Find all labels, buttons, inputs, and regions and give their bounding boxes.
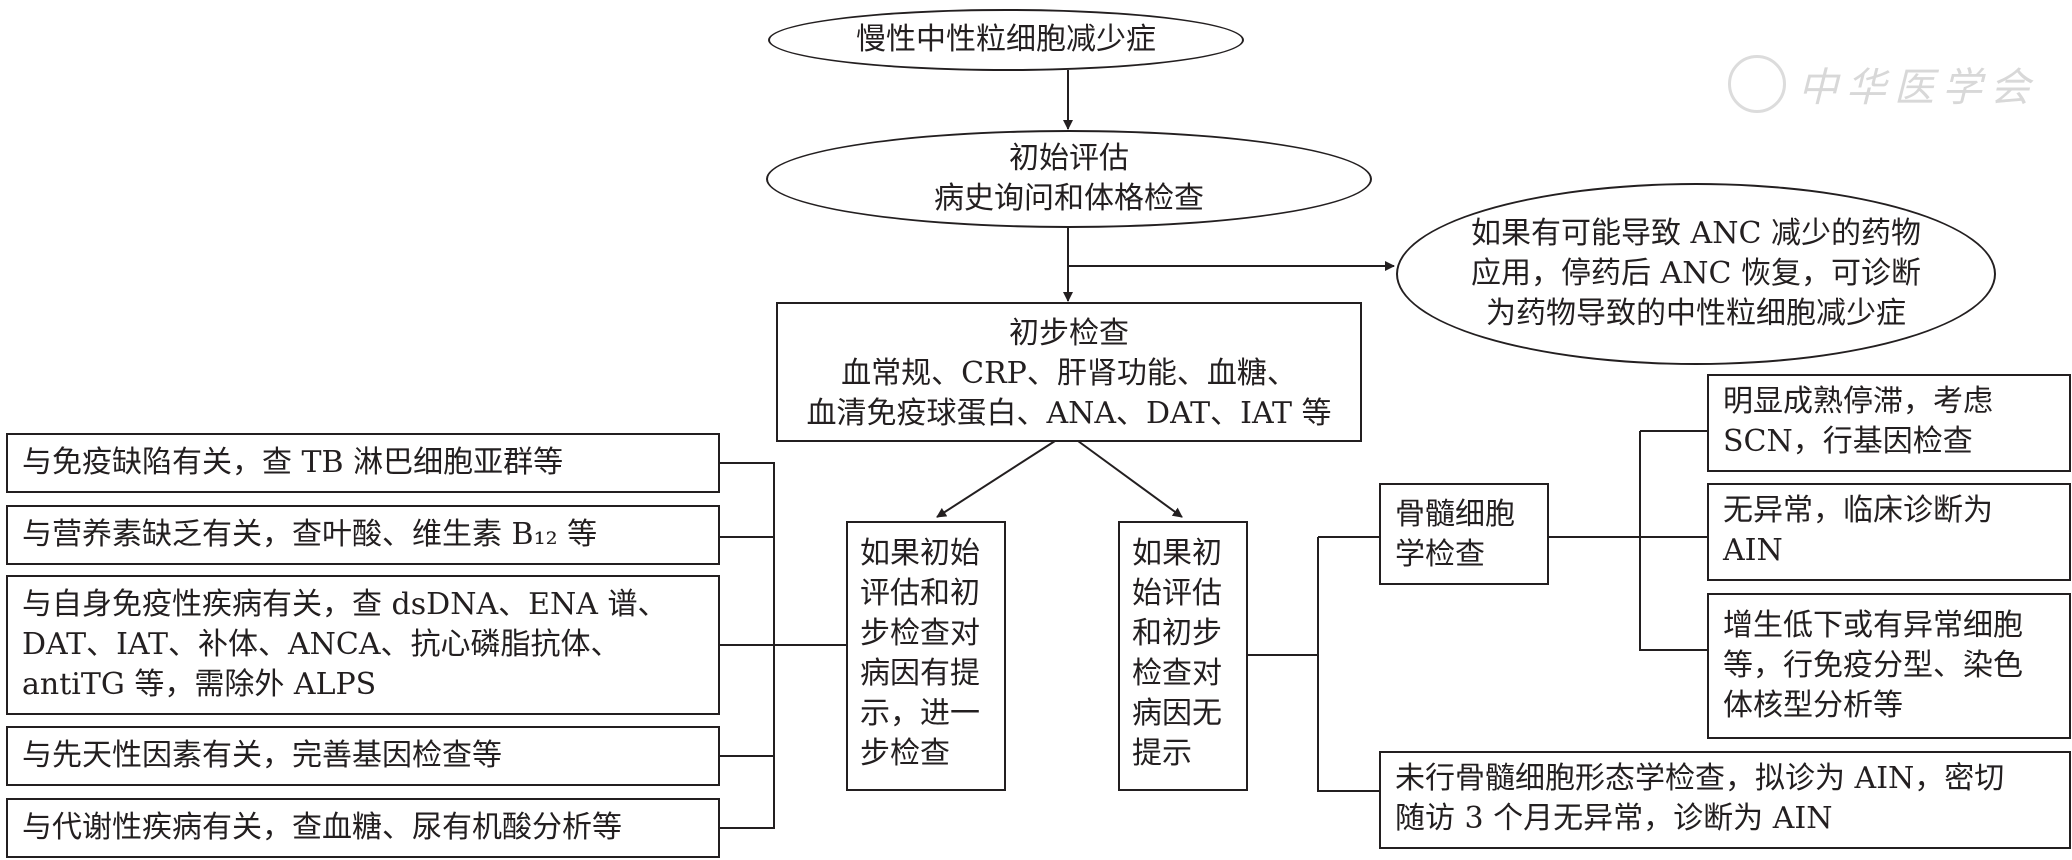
node-no-bone-marrow-line: 未行骨髓细胞形态学检查，拟诊为 AIN，密切 — [1395, 761, 2005, 796]
node-preliminary-tests-line: 初步检查 — [1009, 316, 1129, 351]
arrow-prelim-to-hint — [936, 440, 1056, 518]
node-cause-autoimmune-line: 与自身免疫性疾病有关，查 dsDNA、ENA 谱、 — [22, 587, 668, 622]
watermark-text: 中华医学会 — [1798, 65, 2038, 111]
node-cause-suggested-line: 评估和初 — [860, 576, 980, 611]
node-cause-suggested-line: 示，进一 — [860, 696, 980, 731]
node-no-bone-marrow-line: 随访 3 个月无异常，诊断为 AIN — [1395, 801, 1833, 836]
watermark: 中华医学会 — [1728, 55, 2038, 113]
node-outcome-line: 无异常，临床诊断为 — [1723, 493, 1993, 528]
node-drug-induced: 如果有可能导致 ANC 减少的药物 应用，停药后 ANC 恢复，可诊断 为药物导… — [1396, 183, 1996, 365]
node-chronic-neutropenia: 慢性中性粒细胞减少症 — [768, 9, 1244, 71]
node-outcome-line: 增生低下或有异常细胞 — [1723, 608, 2023, 643]
node-chronic-neutropenia-text: 慢性中性粒细胞减少症 — [856, 22, 1156, 57]
node-outcome-hypoplasia: 增生低下或有异常细胞 等，行免疫分型、染色 体核型分析等 — [1707, 593, 2071, 739]
node-cause-not-suggested-line: 检查对 — [1132, 656, 1222, 691]
node-cause-suggested-line: 如果初始 — [860, 536, 980, 571]
node-cause-suggested-line: 病因有提 — [860, 656, 980, 691]
node-initial-evaluation: 初始评估 病史询问和体格检查 — [766, 130, 1372, 228]
node-outcome-maturation-arrest: 明显成熟停滞，考虑 SCN，行基因检查 — [1707, 374, 2071, 472]
node-initial-evaluation-line: 初始评估 — [1009, 141, 1129, 176]
node-drug-induced-line: 为药物导致的中性粒细胞减少症 — [1486, 296, 1906, 331]
node-cause-not-suggested-line: 病因无 — [1132, 696, 1222, 731]
node-cause-metabolic-text: 与代谢性疾病有关，查血糖、尿有机酸分析等 — [22, 810, 622, 845]
node-drug-induced-line: 如果有可能导致 ANC 减少的药物 — [1471, 216, 1921, 251]
node-bone-marrow-exam-line: 学检查 — [1395, 537, 1485, 572]
node-outcome-line: 等，行免疫分型、染色 — [1723, 648, 2023, 683]
node-cause-suggested-line: 步检查 — [860, 736, 950, 771]
node-outcome-normal: 无异常，临床诊断为 AIN — [1707, 483, 2071, 581]
node-preliminary-tests: 初步检查 血常规、CRP、肝肾功能、血糖、 血清免疫球蛋白、ANA、DAT、IA… — [776, 302, 1362, 442]
node-cause-metabolic: 与代谢性疾病有关，查血糖、尿有机酸分析等 — [6, 798, 720, 858]
node-cause-congenital: 与先天性因素有关，完善基因检查等 — [6, 726, 720, 786]
node-outcome-line: 明显成熟停滞，考虑 — [1723, 384, 1993, 419]
node-initial-evaluation-line: 病史询问和体格检查 — [934, 181, 1204, 216]
node-cause-not-suggested-line: 始评估 — [1132, 576, 1222, 611]
node-cause-autoimmune-line: DAT、IAT、补体、ANCA、抗心磷脂抗体、 — [22, 627, 621, 662]
arrow-prelim-to-nohint — [1077, 440, 1183, 518]
node-no-bone-marrow: 未行骨髓细胞形态学检查，拟诊为 AIN，密切 随访 3 个月无异常，诊断为 AI… — [1379, 751, 2071, 849]
node-preliminary-tests-line: 血常规、CRP、肝肾功能、血糖、 — [841, 356, 1297, 391]
node-cause-congenital-text: 与先天性因素有关，完善基因检查等 — [22, 738, 502, 773]
node-cause-immunodeficiency: 与免疫缺陷有关，查 TB 淋巴细胞亚群等 — [6, 433, 720, 493]
node-preliminary-tests-line: 血清免疫球蛋白、ANA、DAT、IAT 等 — [806, 396, 1332, 431]
node-cause-immunodeficiency-text: 与免疫缺陷有关，查 TB 淋巴细胞亚群等 — [22, 445, 564, 480]
node-outcome-line: AIN — [1723, 533, 1783, 568]
node-cause-not-suggested: 如果初 始评估 和初步 检查对 病因无 提示 — [1118, 521, 1248, 791]
node-cause-autoimmune: 与自身免疫性疾病有关，查 dsDNA、ENA 谱、 DAT、IAT、补体、ANC… — [6, 575, 720, 715]
node-cause-nutrient: 与营养素缺乏有关，查叶酸、维生素 B₁₂ 等 — [6, 505, 720, 565]
node-bone-marrow-exam-line: 骨髓细胞 — [1395, 497, 1515, 532]
bracket-nohint — [1248, 536, 1379, 792]
node-cause-not-suggested-line: 和初步 — [1132, 616, 1222, 651]
node-cause-suggested: 如果初始 评估和初 步检查对 病因有提 示，进一 步检查 — [846, 521, 1006, 791]
node-outcome-line: 体核型分析等 — [1723, 688, 1903, 723]
seal-icon — [1728, 55, 1786, 113]
node-outcome-line: SCN，行基因检查 — [1723, 424, 1973, 459]
bracket-outcomes — [1549, 430, 1707, 651]
node-cause-not-suggested-line: 提示 — [1132, 736, 1192, 771]
node-bone-marrow-exam: 骨髓细胞 学检查 — [1379, 483, 1549, 585]
node-drug-induced-line: 应用，停药后 ANC 恢复，可诊断 — [1471, 256, 1921, 291]
node-cause-suggested-line: 步检查对 — [860, 616, 980, 651]
node-cause-nutrient-text: 与营养素缺乏有关，查叶酸、维生素 B₁₂ 等 — [22, 517, 598, 552]
node-cause-not-suggested-line: 如果初 — [1132, 536, 1222, 571]
bracket-causes — [720, 462, 846, 829]
node-cause-autoimmune-line: antiTG 等，需除外 ALPS — [22, 667, 377, 702]
